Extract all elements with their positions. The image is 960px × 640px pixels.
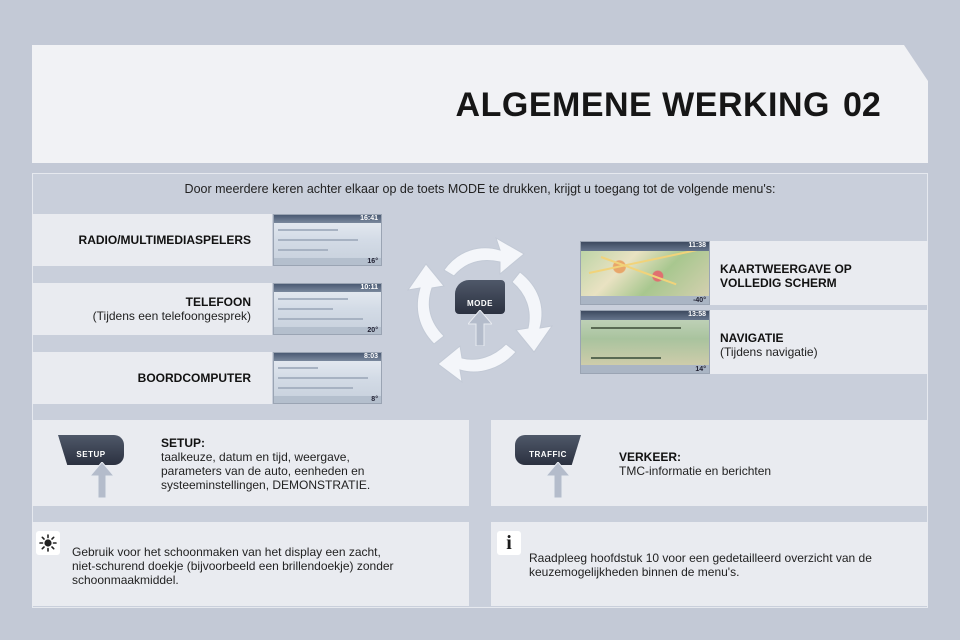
menu-sub-navigatie: (Tijdens navigatie) xyxy=(720,345,818,359)
menu-label-navigatie: NAVIGATIE xyxy=(720,331,784,345)
menu-row-navigatie xyxy=(710,310,928,374)
traffic-button[interactable]: TRAFFIC xyxy=(515,435,581,465)
sun-icon xyxy=(36,531,60,555)
screen-temp: 20° xyxy=(367,327,378,334)
info-icon: i xyxy=(497,531,521,555)
menu-row-radio xyxy=(32,214,272,266)
info-line-1: Raadpleeg hoofdstuk 10 voor een gedetail… xyxy=(529,551,872,565)
tip-line-1: Gebruik voor het schoonmaken van het dis… xyxy=(72,545,381,559)
chapter-number: 02 xyxy=(843,86,881,124)
screen-map-fullscreen: 11:38 -40° xyxy=(580,241,710,305)
menu-sub-telefoon: (Tijdens een telefoongesprek) xyxy=(92,309,251,323)
tip-line-2: niet-schurend doekje (bijvoorbeeld een b… xyxy=(72,559,394,573)
screen-telefoon: 10:11 20° xyxy=(273,283,382,335)
screen-time: 8:03 xyxy=(363,353,378,360)
mode-cycle-arrows xyxy=(406,236,554,384)
mode-button-label: MODE xyxy=(467,299,493,308)
setup-press-arrow-icon xyxy=(90,462,114,498)
tip-box xyxy=(32,522,469,606)
setup-heading: SETUP: xyxy=(161,436,206,450)
info-box xyxy=(491,522,928,606)
header-panel xyxy=(32,45,928,163)
menu-row-boordcomputer xyxy=(32,352,272,404)
menu-label-kaartweergave: KAARTWEERGAVE OP VOLLEDIG SCHERM xyxy=(720,262,852,290)
screen-boordcomputer: 8:03 8° xyxy=(273,352,382,404)
screen-time: 10:11 xyxy=(360,284,378,291)
intro-text: Door meerdere keren achter elkaar op de … xyxy=(184,182,776,196)
screen-radio: 16:41 16° xyxy=(273,214,382,266)
screen-temp: -40° xyxy=(693,297,706,304)
setup-line-1: taalkeuze, datum en tijd, weergave, xyxy=(161,450,350,464)
screen-temp: 8° xyxy=(371,396,378,403)
menu-label-radio: RADIO/MULTIMEDIASPELERS xyxy=(78,233,251,247)
screen-time: 11:38 xyxy=(688,242,706,249)
traffic-heading: VERKEER: xyxy=(619,450,682,464)
setup-button-label: SETUP xyxy=(76,450,106,459)
traffic-press-arrow-icon xyxy=(546,462,570,498)
screen-navigatie: 13:58 14° xyxy=(580,310,710,374)
screen-temp: 16° xyxy=(367,258,378,265)
menu-row-telefoon xyxy=(32,283,272,335)
mode-press-arrow-icon xyxy=(468,310,492,346)
screen-time: 13:58 xyxy=(688,311,706,318)
screen-time: 16:41 xyxy=(360,215,378,222)
traffic-button-label: TRAFFIC xyxy=(529,450,567,459)
traffic-text: TMC-informatie en berichten xyxy=(619,464,772,478)
setup-line-3: systeeminstellingen, DEMONSTRATIE. xyxy=(161,478,371,492)
screen-temp: 14° xyxy=(695,366,706,373)
setup-button[interactable]: SETUP xyxy=(58,435,124,465)
page-title: ALGEMENE WERKING xyxy=(455,86,830,124)
menu-label-boordcomputer: BOORDCOMPUTER xyxy=(137,371,251,385)
info-line-2: keuzemogelijkheden binnen de menu's. xyxy=(529,565,740,579)
menu-label-telefoon: TELEFOON xyxy=(185,295,251,309)
menu-row-kaartweergave xyxy=(710,241,928,305)
setup-line-2: parameters van de auto, eenheden en xyxy=(161,464,365,478)
mode-button[interactable]: MODE xyxy=(455,280,505,314)
tip-line-3: schoonmaakmiddel. xyxy=(72,573,179,587)
